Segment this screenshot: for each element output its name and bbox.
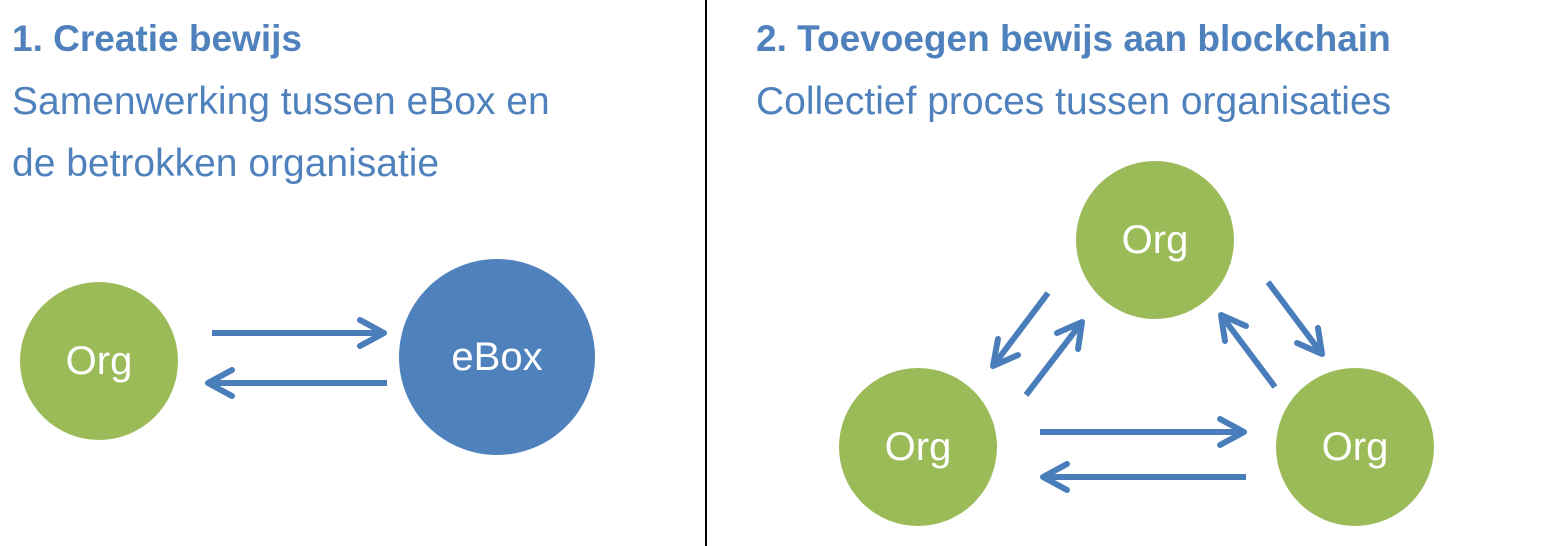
arrowhead	[205, 367, 235, 399]
arrowhead	[990, 336, 1021, 369]
org-node-bottom-left: Org	[839, 368, 997, 526]
arrowhead	[1040, 461, 1070, 493]
step-2-subtitle: Collectief proces tussen organisaties	[756, 80, 1392, 123]
org-label: Org	[885, 425, 952, 469]
org-label: Org	[66, 339, 133, 383]
arrowhead	[1054, 319, 1085, 352]
step-1-heading: 1. Creatie bewijs	[12, 18, 302, 59]
ebox-node: eBox	[399, 259, 595, 455]
arrowhead	[1294, 325, 1325, 357]
arrow-bottom-right-to-top	[1218, 313, 1278, 389]
step-1-subtitle-line1: Samenwerking tussen eBox en	[12, 80, 550, 123]
org-node-left: Org	[20, 282, 178, 440]
org-node-bottom-right: Org	[1276, 368, 1434, 526]
org-node-top: Org	[1076, 161, 1234, 319]
org-label: Org	[1322, 425, 1389, 469]
arrowhead	[1218, 312, 1249, 344]
arrow-bottom-left-to-top	[1023, 320, 1085, 397]
arrowhead	[357, 317, 387, 349]
org-label: Org	[1122, 218, 1189, 262]
arrow-top-to-bottom-right	[1265, 280, 1325, 356]
step-2-heading: 2. Toevoegen bewijs aan blockchain	[756, 18, 1391, 59]
ebox-label: eBox	[451, 335, 542, 379]
step-1-subtitle-line2: de betrokken organisatie	[12, 142, 440, 185]
arrow-top-to-bottom-left	[990, 291, 1051, 368]
arrowhead	[1217, 416, 1247, 448]
